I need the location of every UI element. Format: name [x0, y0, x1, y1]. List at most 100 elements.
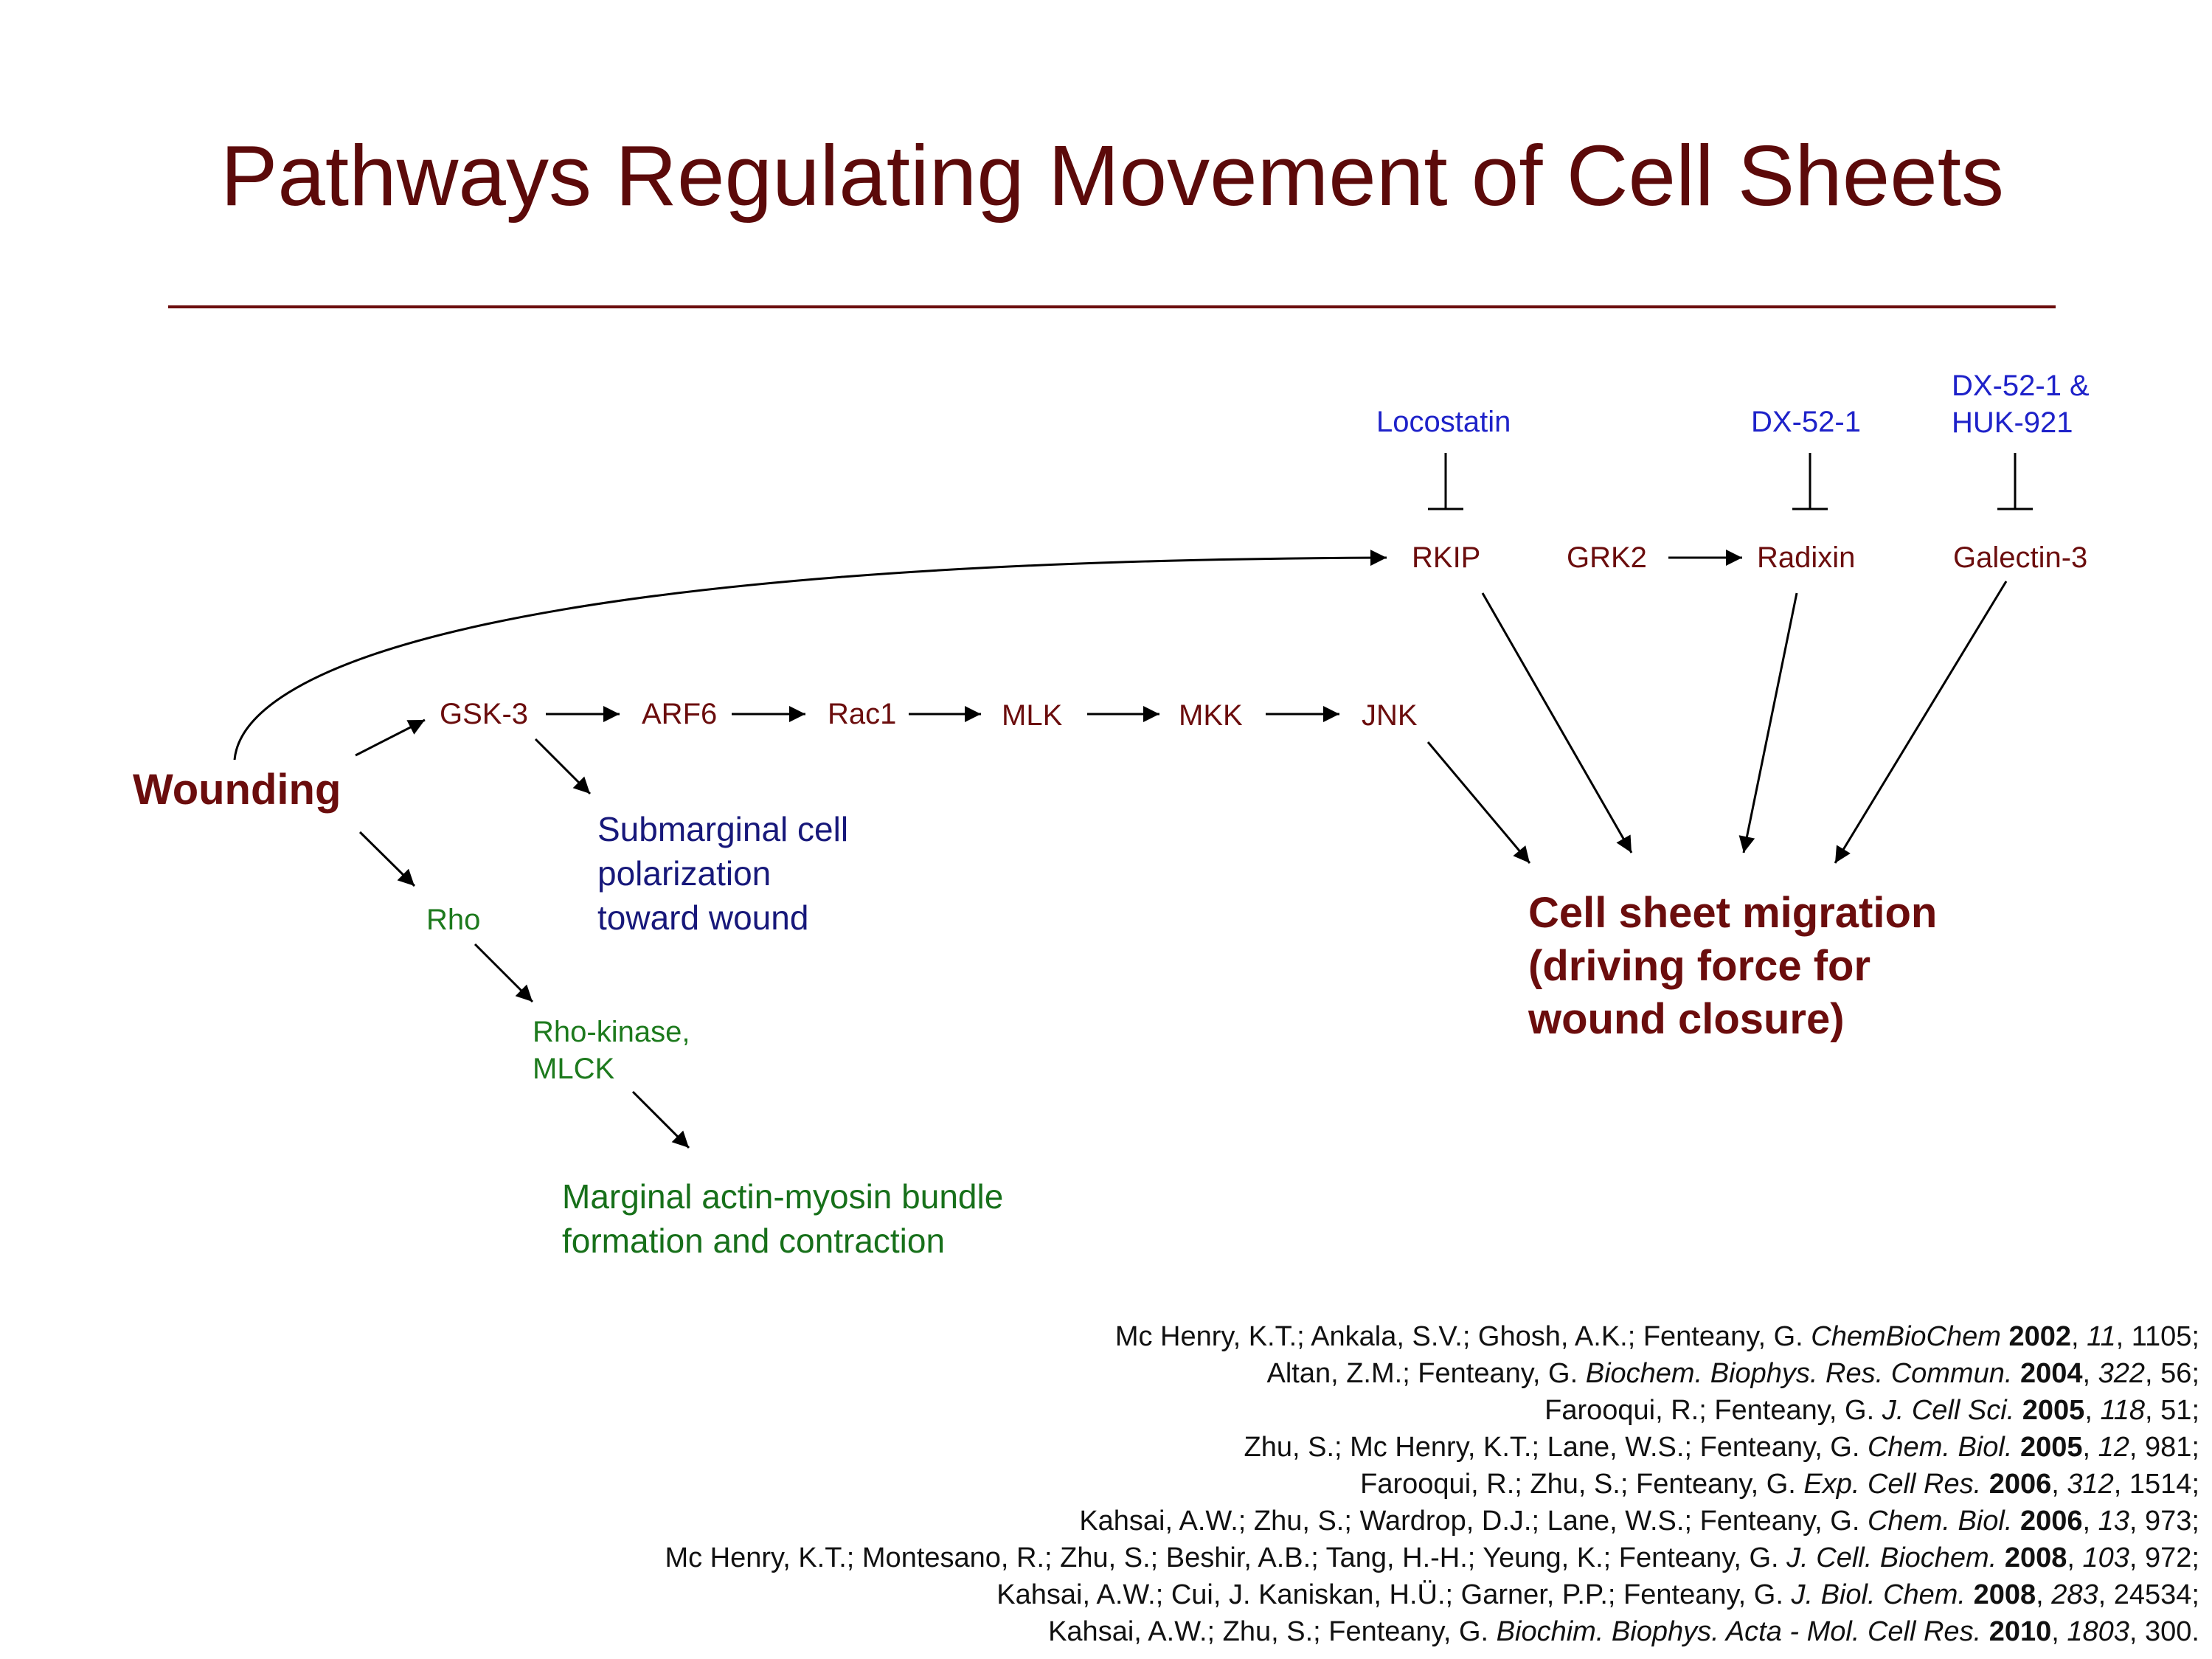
reference-authors: Kahsai, A.W.; Cui, J. Kaniskan, H.Ü.; Ga…	[996, 1579, 1783, 1610]
reference-journal: Biochem. Biophys. Res. Commun.	[1585, 1358, 2013, 1389]
reference-journal: J. Cell Sci.	[1882, 1395, 2015, 1426]
outcome-line: wound closure)	[1528, 995, 1845, 1043]
inhibitor-line: DX-52-1 &	[1952, 370, 2090, 402]
reference-authors: Mc Henry, K.T.; Ankala, S.V.; Ghosh, A.K…	[1114, 1321, 1803, 1352]
reference-volume: 11	[2087, 1321, 2116, 1352]
reference-journal: Chem. Biol.	[1867, 1432, 2013, 1463]
reference-authors: Altan, Z.M.; Fenteany, G.	[1266, 1358, 1578, 1389]
inhibitor-dx521-huk921: DX-52-1 & HUK-921	[1952, 367, 2090, 441]
node-rho: Rho	[426, 904, 481, 936]
references: Mc Henry, K.T.; Ankala, S.V.; Ghosh, A.K…	[665, 1318, 2199, 1650]
outcome-line: formation and contraction	[562, 1222, 946, 1260]
reference-line: Zhu, S.; Mc Henry, K.T.; Lane, W.S.; Fen…	[1244, 1432, 2199, 1463]
reference-line: Kahsai, A.W.; Cui, J. Kaniskan, H.Ü.; Ga…	[996, 1579, 2199, 1610]
reference-authors: Mc Henry, K.T.; Montesano, R.; Zhu, S.; …	[665, 1542, 1779, 1573]
reference-year: 2006	[2019, 1506, 2083, 1537]
reference-authors: Zhu, S.; Mc Henry, K.T.; Lane, W.S.; Fen…	[1244, 1432, 1860, 1463]
outcome-line: polarization	[597, 854, 772, 893]
reference-pages: 973;	[2145, 1506, 2199, 1537]
node-rho-kinase-mlck: Rho-kinase, MLCK	[533, 1014, 690, 1087]
node-mkk: MKK	[1179, 699, 1243, 732]
reference-year: 2008	[1973, 1579, 2036, 1610]
node-rkip: RKIP	[1412, 541, 1481, 574]
reference-volume: 118	[2100, 1395, 2146, 1426]
page-title: Pathways Regulating Movement of Cell She…	[221, 128, 2004, 224]
reference-line: Altan, Z.M.; Fenteany, G. Biochem. Bioph…	[1266, 1358, 2199, 1389]
inhibit-locostatin-rkip	[1428, 453, 1463, 510]
inhibit-dx521-huk921-galectin3	[1997, 453, 2033, 510]
inhibitor-locostatin: Locostatin	[1376, 406, 1511, 438]
reference-line: Farooqui, R.; Fenteany, G. J. Cell Sci. …	[1544, 1395, 2199, 1426]
reference-authors: Farooqui, R.; Zhu, S.; Fenteany, G.	[1360, 1469, 1796, 1500]
reference-journal: Exp. Cell Res.	[1803, 1469, 1982, 1500]
node-line: Rho-kinase,	[533, 1016, 690, 1048]
outcome-polarization: Submarginal cell polarization toward wou…	[597, 807, 848, 940]
reference-year: 2005	[2022, 1395, 2085, 1426]
reference-line: Kahsai, A.W.; Zhu, S.; Fenteany, G. Bioc…	[1048, 1616, 2199, 1647]
reference-year: 2008	[2004, 1542, 2067, 1573]
reference-volume: 12	[2098, 1432, 2129, 1463]
inhibitor-dx521: DX-52-1	[1751, 406, 1861, 438]
node-rac1: Rac1	[828, 698, 897, 730]
reference-year: 2002	[2008, 1321, 2072, 1352]
reference-authors: Kahsai, A.W.; Zhu, S.; Wardrop, D.J.; La…	[1079, 1506, 1860, 1537]
outcome-line: (driving force for	[1528, 942, 1871, 990]
reference-line: Farooqui, R.; Zhu, S.; Fenteany, G. Exp.…	[1360, 1469, 2199, 1500]
title-divider	[168, 305, 2056, 308]
reference-volume: 322	[2098, 1358, 2146, 1389]
node-grk2: GRK2	[1567, 541, 1647, 574]
reference-journal: J. Biol. Chem.	[1791, 1579, 1966, 1610]
reference-volume: 13	[2098, 1506, 2129, 1537]
node-galectin3: Galectin-3	[1953, 541, 2088, 574]
reference-pages: 51;	[2160, 1395, 2199, 1426]
reference-pages: 24534;	[2113, 1579, 2199, 1610]
reference-pages: 56;	[2160, 1358, 2199, 1389]
node-gsk3: GSK-3	[440, 698, 529, 730]
node-wounding: Wounding	[133, 766, 341, 814]
reference-pages: 981;	[2145, 1432, 2199, 1463]
reference-journal: ChemBioChem	[1811, 1321, 2001, 1352]
outcome-cell-sheet-migration: Cell sheet migration (driving force for …	[1528, 887, 1937, 1046]
inhibit-dx521-radixin	[1792, 453, 1828, 510]
arrow-jnk-to-migration	[1426, 741, 1531, 864]
reference-pages: 1105;	[2131, 1321, 2199, 1352]
arrow-galectin3-to-migration	[1834, 581, 2008, 864]
reference-pages: 1514;	[2129, 1469, 2199, 1500]
outcome-actin-myosin: Marginal actin-myosin bundle formation a…	[562, 1174, 1003, 1263]
reference-journal: Biochim. Biophys. Acta - Mol. Cell Res.	[1496, 1616, 1982, 1647]
arrow-rho-to-rho-kinase	[474, 943, 534, 1003]
reference-year: 2004	[2019, 1358, 2083, 1389]
outcome-line: toward wound	[597, 898, 809, 937]
node-jnk: JNK	[1362, 699, 1418, 732]
arrow-wounding-to-rkip	[233, 550, 1387, 761]
reference-authors: Kahsai, A.W.; Zhu, S.; Fenteany, G.	[1048, 1616, 1489, 1647]
reference-year: 2006	[1989, 1469, 2052, 1500]
arrow-rho-kinase-to-actin-myosin	[631, 1090, 690, 1149]
outcome-line: Cell sheet migration	[1528, 889, 1938, 937]
inhibitor-line: HUK-921	[1952, 406, 2073, 439]
outcome-line: Marginal actin-myosin bundle	[562, 1177, 1004, 1216]
arrow-wounding-to-rho	[358, 831, 416, 887]
node-arf6: ARF6	[642, 698, 718, 730]
reference-line: Mc Henry, K.T.; Ankala, S.V.; Ghosh, A.K…	[1114, 1321, 2199, 1352]
reference-volume: 283	[2051, 1579, 2098, 1610]
reference-pages: 300.	[2145, 1616, 2199, 1647]
node-mlk: MLK	[1002, 699, 1063, 732]
reference-volume: 103	[2082, 1542, 2129, 1573]
reference-journal: Chem. Biol.	[1867, 1506, 2013, 1537]
reference-journal: J. Cell. Biochem.	[1786, 1542, 1997, 1573]
reference-line: Kahsai, A.W.; Zhu, S.; Wardrop, D.J.; La…	[1079, 1506, 2199, 1537]
reference-volume: 312	[2067, 1469, 2114, 1500]
reference-year: 2005	[2019, 1432, 2083, 1463]
reference-volume: 1803	[2067, 1616, 2129, 1647]
outcome-line: Submarginal cell	[597, 810, 849, 848]
reference-line: Mc Henry, K.T.; Montesano, R.; Zhu, S.; …	[665, 1542, 2199, 1573]
arrow-wounding-to-gsk3	[355, 718, 426, 757]
node-line: MLCK	[533, 1053, 615, 1085]
reference-authors: Farooqui, R.; Fenteany, G.	[1544, 1395, 1875, 1426]
reference-pages: 972;	[2145, 1542, 2199, 1573]
arrow-gsk3-to-polarization	[534, 738, 592, 795]
node-radixin: Radixin	[1757, 541, 1856, 574]
